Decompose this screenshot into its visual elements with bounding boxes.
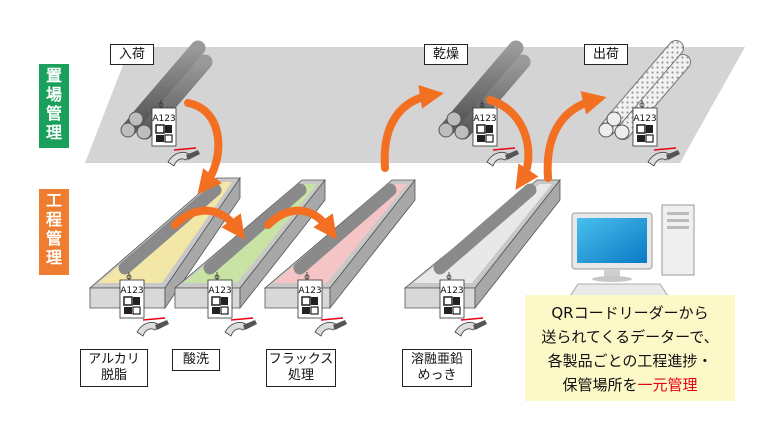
tag-galvanizing: A123 [439,271,465,319]
note-line-1: QRコードリーダーから [551,304,709,322]
bath-flux [263,178,416,310]
svg-text:A123: A123 [473,114,496,124]
label-galv-line2: めっき [417,368,457,383]
arrow-flux-to-drying [380,85,444,172]
tag-alkali: A123 [119,271,145,319]
note-line-4: 保管場所を一元管理 [529,373,731,397]
tag-drying: A123 [472,99,498,147]
label-alkali-line1: アルカリ [88,352,140,367]
tag-pickling: A123 [207,271,233,319]
storage-floor [85,47,745,163]
section-process-label: 工程管理 [46,191,63,267]
scanner-galvanizing [454,317,488,337]
label-flux-line2: 処理 [287,368,314,383]
section-storage-management: 置場管理 [39,64,69,148]
label-hot-dip-galvanizing: 溶融亜鉛 めっき [402,349,472,387]
svg-text:A123: A123 [120,286,143,296]
summary-note: QRコードリーダーから 送られてくるデーターで、 各製品ごとの工程進捗・ 保管場… [525,295,735,401]
tag-arrival: A123 [151,99,177,147]
svg-text:A123: A123 [152,114,175,124]
label-arrival: 入荷 [110,44,154,65]
label-drying: 乾燥 [424,44,468,65]
label-flux-line1: フラックス [268,352,334,367]
tag-flux: A123 [297,271,323,319]
scanner-pickling [224,317,258,337]
svg-text:A123: A123 [633,114,656,124]
computer-icon [569,204,695,297]
note-highlight: 一元管理 [637,376,698,394]
scanner-alkali [136,317,170,337]
scanner-flux [314,317,348,337]
arrow-drying-to-galvanizing [486,96,539,191]
arrow-alkali-to-pickling [171,206,246,240]
arrow-galvanizing-to-shipping [543,91,607,182]
svg-text:A123: A123 [208,286,231,296]
note-line-4-prefix: 保管場所を [562,376,638,394]
pipes-arrival [120,40,213,140]
label-pickling: 酸洗 [172,349,220,371]
bath-galvanizing [403,178,561,310]
tag-shipping: A123 [632,99,658,147]
arrow-arrival-to-alkali [184,99,223,195]
svg-text:A123: A123 [298,286,321,296]
arrow-pickling-to-flux [264,206,338,240]
note-line-2: 送られてくるデーターで、 [541,328,719,346]
flow-arrows [171,85,607,240]
note-line-3: 各製品ごとの工程進捗・ [547,352,713,370]
tags: A123 A123 A123 A123 A123 A123 A123 [119,99,658,319]
section-process-management: 工程管理 [39,189,69,275]
svg-text:A123: A123 [440,286,463,296]
label-alkali-line2: 脱脂 [100,368,127,383]
label-flux-treatment: フラックス 処理 [266,349,336,387]
section-storage-label: 置場管理 [46,66,63,142]
label-galv-line1: 溶融亜鉛 [410,352,463,367]
label-alkali-degreasing: アルカリ 脱脂 [80,349,148,387]
label-shipping: 出荷 [584,44,628,65]
